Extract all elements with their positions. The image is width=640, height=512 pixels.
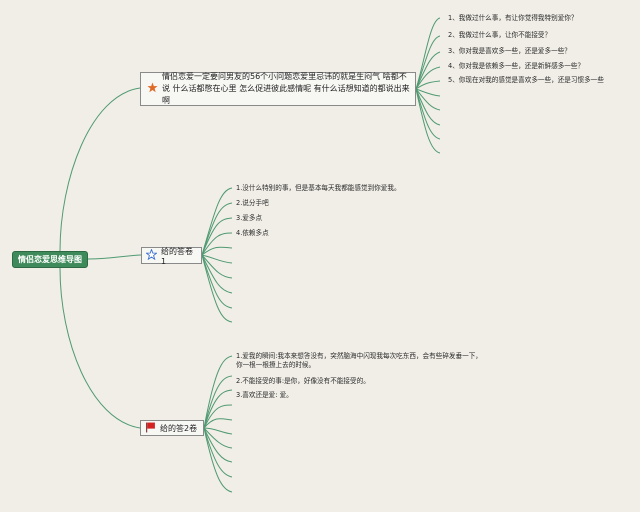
question-item[interactable]: 3、你对我是喜欢多一些，还是爱多一些？ — [448, 47, 571, 55]
question-item[interactable]: 4、你对我是依赖多一些，还是新鲜感多一些？ — [448, 62, 585, 70]
answer-item[interactable]: 3.爱多点 — [236, 214, 263, 222]
answer-item[interactable]: 2.说分手吧 — [236, 199, 269, 207]
answer-item[interactable]: 3.喜欢还是爱: 爱。 — [236, 391, 293, 399]
topic-node-answer-1[interactable]: 给的答卷1 — [141, 246, 202, 266]
topic-node-questions[interactable]: 情侣恋爱一定要问男友的56个小问题恋爱里忌讳的就是生闷气 啥都不说 什么话都憋在… — [140, 72, 416, 106]
topic-label: 情侣恋爱一定要问男友的56个小问题恋爱里忌讳的就是生闷气 啥都不说 什么话都憋在… — [162, 72, 410, 105]
question-item[interactable]: 5、你现在对我的感觉是喜欢多一些，还是习惯多一些 — [448, 76, 604, 84]
root-label: 情侣恋爱思维导图 — [18, 255, 82, 264]
star-outline-icon — [145, 248, 158, 262]
root-node[interactable]: 情侣恋爱思维导图 — [12, 251, 88, 268]
red-flag-icon — [145, 422, 156, 435]
star-filled-icon — [147, 82, 158, 97]
answer-item[interactable]: 4.依赖多点 — [236, 229, 269, 237]
answer-item[interactable]: 2.不能接受的事:是你，好像没有不能接受的。 — [236, 377, 370, 385]
question-item[interactable]: 1、我做过什么事，有让你觉得我特别爱你？ — [448, 14, 578, 22]
question-item[interactable]: 2、我做过什么事，让你不能接受？ — [448, 31, 552, 39]
answer-item[interactable]: 1.没什么特别的事，但是基本每天我都能感觉到你爱我。 — [236, 184, 401, 192]
topic-label: 给的答卷1 — [161, 246, 193, 266]
topic-label: 给的答2卷 — [160, 423, 198, 433]
topic-node-answer-2[interactable]: 给的答2卷 — [140, 420, 204, 436]
answer-item[interactable]: 1.爱我的瞬间:我本来想答没有，突然脑海中闪现我每次吃东西，会有些碎发垂一下，你… — [236, 352, 482, 369]
